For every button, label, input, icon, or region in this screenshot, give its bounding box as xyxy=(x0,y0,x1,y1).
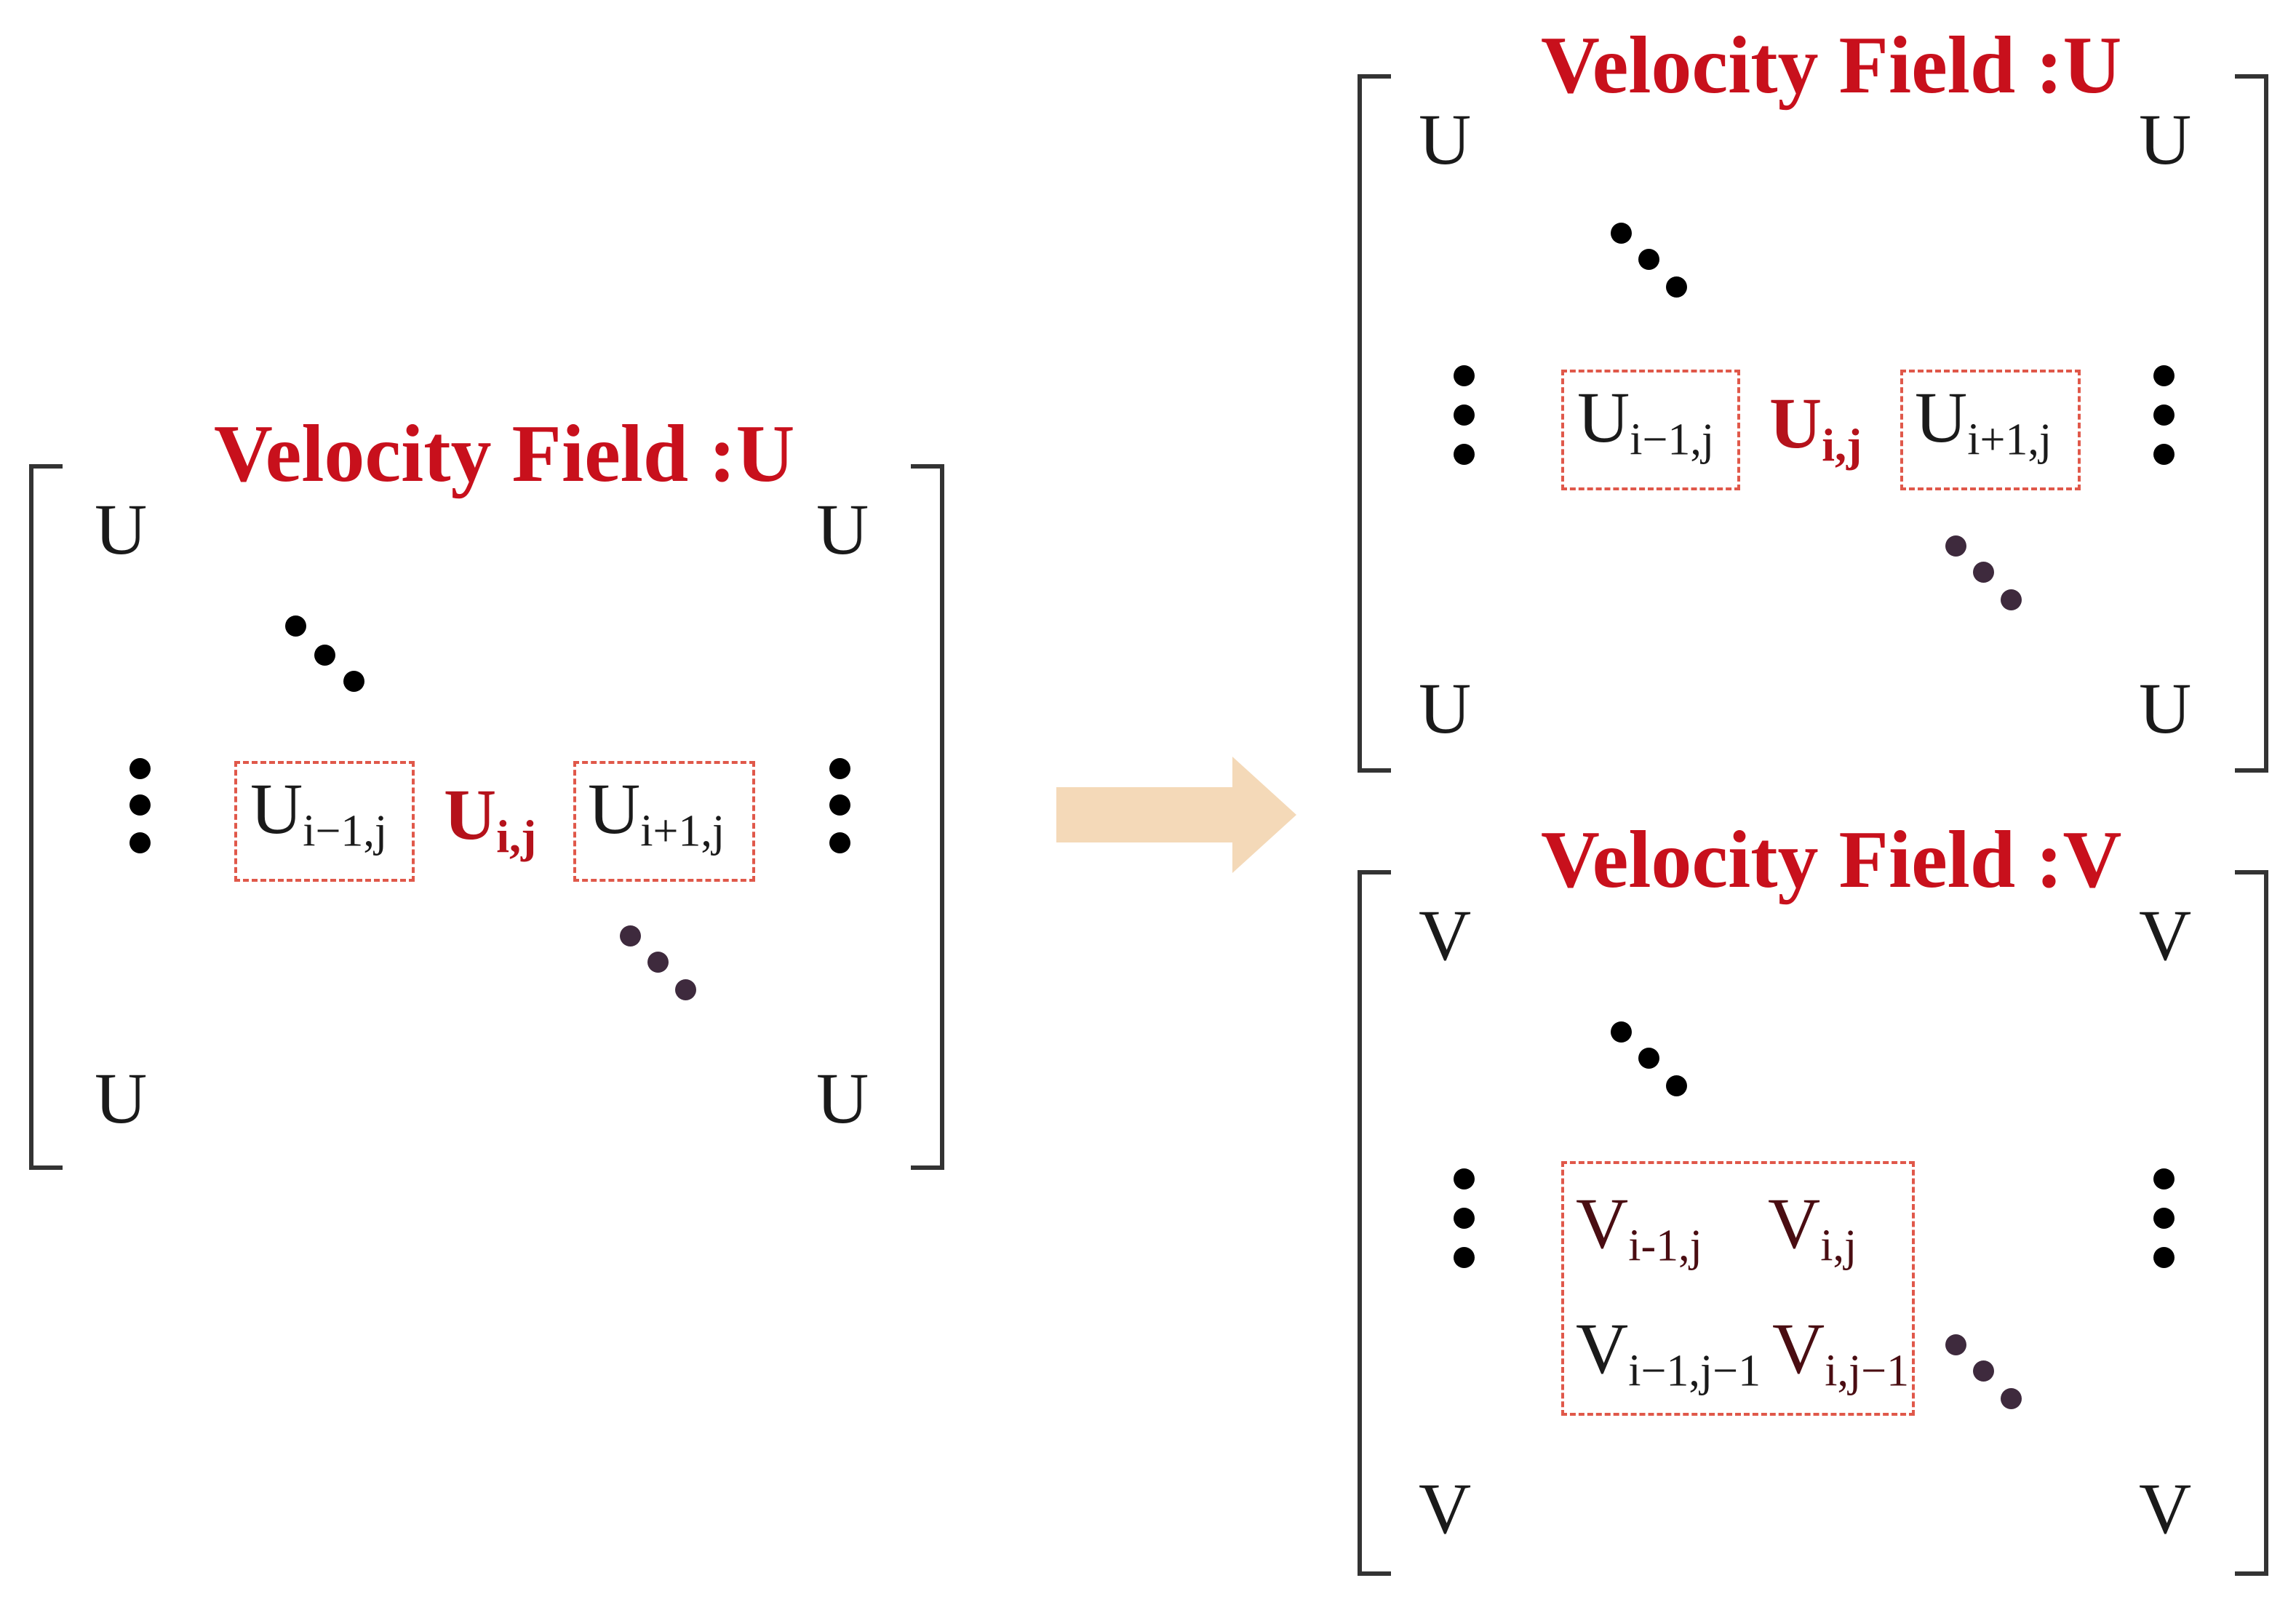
right-bottom-corner-bottom-left: V xyxy=(1419,1468,1472,1549)
right-top-diag-dot-lower xyxy=(1945,535,1966,557)
right-bottom-vdot-left xyxy=(1454,1247,1475,1268)
left-matrix-vdot-right xyxy=(829,832,850,853)
right-bottom-term-top-left: Vi-1,j xyxy=(1576,1183,1702,1271)
right-bottom-term-bottom-left: Vi−1,j−1 xyxy=(1576,1308,1761,1396)
left-matrix-vdot-left xyxy=(129,832,151,853)
right-bottom-term-top-right: Vi,j xyxy=(1768,1183,1857,1271)
left-matrix-diag-dot-lower xyxy=(620,925,641,947)
right-top-term-center: Ui,j xyxy=(1769,383,1862,471)
right-bottom-corner-top-right: V xyxy=(2139,895,2192,976)
right-bottom-diag-dot xyxy=(1666,1075,1687,1096)
left-matrix-vdot-right xyxy=(829,794,850,816)
left-matrix-term-center: Ui,j xyxy=(444,774,537,862)
left-matrix-left-bracket xyxy=(29,464,63,1170)
right-bottom-diag-dot-lower xyxy=(1973,1360,1994,1382)
right-top-vdot-right xyxy=(2153,405,2175,426)
left-matrix-diag-dot-lower xyxy=(675,979,696,1000)
right-top-right-bracket xyxy=(2235,74,2268,773)
left-matrix-vdot-right xyxy=(829,758,850,779)
right-top-vdot-left xyxy=(1454,365,1475,386)
right-bottom-dashed-box xyxy=(1561,1161,1915,1416)
left-matrix-right-bracket xyxy=(911,464,944,1170)
right-top-matrix-title: Velocity Field :U xyxy=(1541,20,2122,111)
right-top-dashed-box-right xyxy=(1900,370,2081,490)
right-top-vdot-left xyxy=(1454,405,1475,426)
left-velocity-u-matrix: Velocity Field :U U U U U Ui−1,j Ui,j Ui… xyxy=(0,0,960,1179)
right-bottom-corner-bottom-right: V xyxy=(2139,1468,2192,1549)
right-top-diag-dot xyxy=(1611,223,1632,244)
left-matrix-title: Velocity Field :U xyxy=(214,409,795,499)
right-bottom-left-bracket xyxy=(1358,870,1391,1576)
right-bottom-term-bottom-right: Vi,j−1 xyxy=(1772,1308,1910,1396)
left-matrix-diag-dot xyxy=(314,645,335,666)
left-matrix-vdot-left xyxy=(129,758,151,779)
left-matrix-dashed-box-right xyxy=(573,761,755,882)
right-bottom-diag-dot xyxy=(1638,1048,1659,1069)
right-bottom-vdot-left xyxy=(1454,1168,1475,1189)
right-top-diag-dot-lower xyxy=(1973,562,1994,583)
right-top-term-right: Ui+1,j xyxy=(1915,377,2052,465)
right-top-diag-dot-lower xyxy=(2001,589,2022,610)
left-matrix-diag-dot-lower xyxy=(647,952,669,973)
right-bottom-vdot-left xyxy=(1454,1208,1475,1229)
left-matrix-vdot-left xyxy=(129,794,151,816)
left-matrix-diag-dot xyxy=(285,615,306,637)
right-arrow-icon xyxy=(1056,757,1296,873)
left-matrix-dashed-box-left xyxy=(234,761,415,882)
right-top-vdot-left xyxy=(1454,444,1475,465)
left-matrix-term-right: Ui+1,j xyxy=(588,768,725,856)
left-matrix-corner-bottom-right: U xyxy=(816,1058,869,1139)
right-top-vdot-right xyxy=(2153,365,2175,386)
right-bottom-diag-dot-lower xyxy=(2001,1388,2022,1409)
right-top-corner-bottom-left: U xyxy=(1419,668,1472,749)
left-matrix-diag-dot xyxy=(343,671,364,692)
right-top-diag-dot xyxy=(1638,249,1659,270)
right-bottom-vdot-right xyxy=(2153,1168,2175,1189)
right-top-vdot-right xyxy=(2153,444,2175,465)
right-bottom-right-bracket xyxy=(2235,870,2268,1576)
left-matrix-corner-bottom-left: U xyxy=(95,1058,148,1139)
left-matrix-term-left: Ui−1,j xyxy=(250,768,388,856)
right-top-dashed-box-left xyxy=(1561,370,1740,490)
right-top-velocity-u-matrix: Velocity Field :U U U U U Ui−1,j Ui,j Ui… xyxy=(0,0,2296,786)
right-top-left-bracket xyxy=(1358,74,1391,773)
right-bottom-vdot-right xyxy=(2153,1208,2175,1229)
right-top-corner-top-right: U xyxy=(2139,99,2192,180)
right-bottom-diag-dot xyxy=(1611,1021,1632,1043)
left-matrix-corner-top-left: U xyxy=(95,489,148,570)
right-bottom-corner-top-left: V xyxy=(1419,895,1472,976)
right-top-corner-bottom-right: U xyxy=(2139,668,2192,749)
left-matrix-corner-top-right: U xyxy=(816,489,869,570)
right-top-corner-top-left: U xyxy=(1419,99,1472,180)
right-bottom-diag-dot-lower xyxy=(1945,1334,1966,1355)
right-bottom-matrix-title: Velocity Field :V xyxy=(1541,815,2122,905)
right-top-diag-dot xyxy=(1666,276,1687,298)
right-top-term-left: Ui−1,j xyxy=(1577,377,1715,465)
right-bottom-vdot-right xyxy=(2153,1247,2175,1268)
